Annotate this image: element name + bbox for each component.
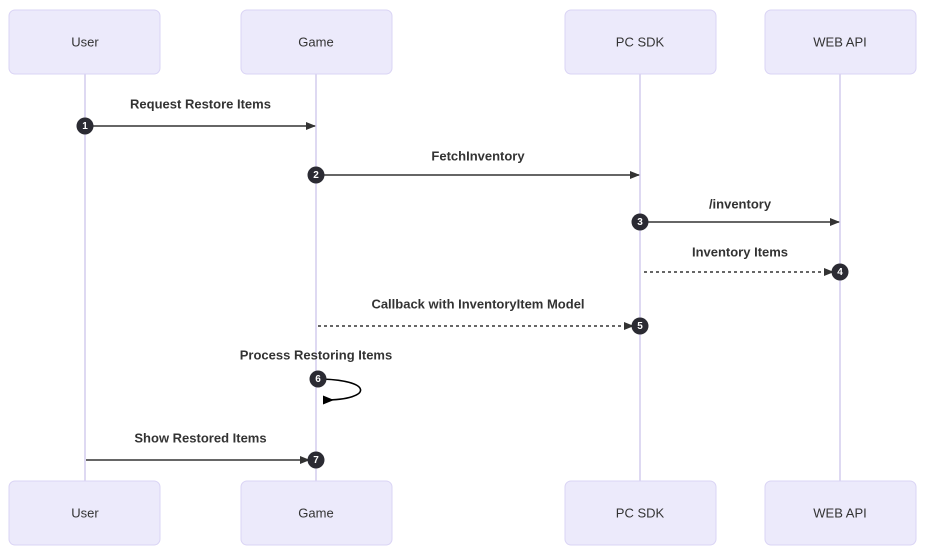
message-label: Inventory Items [692,244,788,259]
message-label: FetchInventory [431,148,525,163]
badge-number: 7 [313,455,319,466]
message-label: /inventory [709,196,772,211]
participant-label-pcsdk: PC SDK [616,34,665,49]
participant-footer-pcsdk[interactable]: PC SDK [564,480,717,546]
messages-group: Request Restore ItemsFetchInventory/inve… [86,96,840,464]
badge-circle [309,370,327,388]
badge-number: 3 [637,217,643,228]
participant-label-user: User [71,34,99,49]
participant-box [240,9,393,75]
participant-label-pcsdk: PC SDK [616,505,665,520]
participant-box [564,9,717,75]
message-badge-7: 7 [307,451,325,469]
badge-circle [307,451,325,469]
message-5[interactable]: Callback with InventoryItem Model [317,296,634,330]
message-label: Request Restore Items [130,96,271,111]
message-6[interactable]: Process Restoring Items [240,347,392,405]
participant-header-webapi[interactable]: WEB API [764,9,917,75]
badge-circle [631,317,649,335]
participant-header-user[interactable]: User [8,9,161,75]
badge-number: 4 [837,267,843,278]
participant-header-pcsdk[interactable]: PC SDK [564,9,717,75]
participant-header-game[interactable]: Game [240,9,393,75]
message-self-loop-path [315,378,362,405]
message-label: Process Restoring Items [240,347,392,362]
message-badge-4: 4 [831,263,849,281]
message-4[interactable]: Inventory Items [641,244,834,276]
participant-box [564,480,717,546]
participant-label-user: User [71,505,99,520]
badge-number: 2 [313,170,319,181]
badges-group: 1 2 3 4 5 6 7 [76,117,849,469]
message-2[interactable]: FetchInventory [323,148,640,179]
badge-circle [307,166,325,184]
badge-number: 1 [82,121,88,132]
badge-circle [76,117,94,135]
message-label: Callback with InventoryItem Model [371,296,584,311]
participant-box [8,9,161,75]
message-badge-6: 6 [309,370,327,388]
message-1[interactable]: Request Restore Items [92,96,316,130]
badge-circle [631,213,649,231]
message-badge-2: 2 [307,166,325,184]
message-label: Show Restored Items [134,430,266,445]
participant-label-game: Game [298,505,333,520]
participant-footer-webapi[interactable]: WEB API [764,480,917,546]
participant-footer-game[interactable]: Game [240,480,393,546]
participant-footer-user[interactable]: User [8,480,161,546]
message-badge-3: 3 [631,213,649,231]
participant-label-webapi: WEB API [813,34,866,49]
participant-box [240,480,393,546]
message-3[interactable]: /inventory [647,196,840,226]
lifelines-group [84,74,841,481]
badge-number: 5 [637,321,643,332]
message-badge-1: 1 [76,117,94,135]
participant-box [8,480,161,546]
participant-box [764,480,917,546]
message-7[interactable]: Show Restored Items [86,430,310,464]
participant-box [764,9,917,75]
participant-label-game: Game [298,34,333,49]
participant-label-webapi: WEB API [813,505,866,520]
badge-number: 6 [315,374,321,385]
badge-circle [831,263,849,281]
message-badge-5: 5 [631,317,649,335]
